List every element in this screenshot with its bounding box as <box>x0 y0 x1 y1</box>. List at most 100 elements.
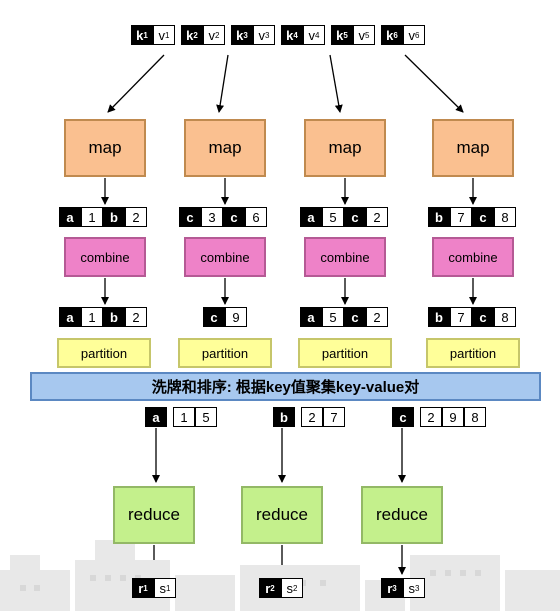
group-value: 7 <box>323 407 345 427</box>
flow-arrow <box>404 54 464 113</box>
combine-box: combine <box>304 237 386 277</box>
building-silhouette-icon <box>0 540 560 611</box>
map-box: map <box>304 119 386 177</box>
combine-output: b 7 c 8 <box>428 307 516 327</box>
grouped-values: a 1 5 <box>145 407 217 427</box>
map-box: map <box>432 119 514 177</box>
reduce-box: reduce <box>113 486 195 544</box>
map-output-key: a <box>300 207 322 227</box>
combine-output-value: 8 <box>494 307 516 327</box>
combine-output-key: a <box>59 307 81 327</box>
combine-output: a 5 c 2 <box>300 307 388 327</box>
partition-box: partition <box>57 338 151 368</box>
group-key: a <box>145 407 167 427</box>
map-output-key: a <box>59 207 81 227</box>
map-output: a 1 b 2 <box>59 207 147 227</box>
group-value: 2 <box>301 407 323 427</box>
flow-arrow <box>329 54 343 113</box>
combine-output-value: 5 <box>322 307 344 327</box>
group-value: 1 <box>173 407 195 427</box>
map-box: map <box>64 119 146 177</box>
map-output-key: b <box>103 207 125 227</box>
group-spacer <box>295 407 301 427</box>
combine-output-key: a <box>300 307 322 327</box>
map-output-key: c <box>344 207 366 227</box>
combine-output-value: 1 <box>81 307 103 327</box>
map-output-value: 3 <box>201 207 223 227</box>
map-output-value: 8 <box>494 207 516 227</box>
map-output-value: 1 <box>81 207 103 227</box>
map-output-key: b <box>428 207 450 227</box>
combine-output-value: 7 <box>450 307 472 327</box>
map-output-value: 5 <box>322 207 344 227</box>
reduce-box: reduce <box>361 486 443 544</box>
shuffle-sort-bar: 洗牌和排序: 根据key值聚集key-value对 <box>30 372 541 401</box>
combine-output-key: b <box>428 307 450 327</box>
combine-box: combine <box>432 237 514 277</box>
map-output-key: c <box>472 207 494 227</box>
combine-output-key: c <box>472 307 494 327</box>
combine-output-value: 9 <box>225 307 247 327</box>
partition-box: partition <box>426 338 520 368</box>
map-output-value: 6 <box>245 207 267 227</box>
partition-box: partition <box>178 338 272 368</box>
map-output: c 3 c 6 <box>179 207 267 227</box>
combine-output-key: c <box>203 307 225 327</box>
map-output-value: 7 <box>450 207 472 227</box>
combine-box: combine <box>184 237 266 277</box>
group-spacer <box>167 407 173 427</box>
combine-output-key: b <box>103 307 125 327</box>
grouped-values: c 2 9 8 <box>392 407 486 427</box>
combine-output-key: c <box>344 307 366 327</box>
group-value: 9 <box>442 407 464 427</box>
map-output-value: 2 <box>366 207 388 227</box>
map-output-value: 2 <box>125 207 147 227</box>
group-key: c <box>392 407 414 427</box>
combine-output: c 9 <box>203 307 247 327</box>
grouped-values: b 2 7 <box>273 407 345 427</box>
group-spacer <box>414 407 420 427</box>
combine-box: combine <box>64 237 146 277</box>
reduce-box: reduce <box>241 486 323 544</box>
flow-arrow <box>107 54 165 113</box>
group-value: 5 <box>195 407 217 427</box>
flow-arrow <box>216 54 229 113</box>
map-box: map <box>184 119 266 177</box>
map-output: b 7 c 8 <box>428 207 516 227</box>
group-value: 8 <box>464 407 486 427</box>
map-output-key: c <box>179 207 201 227</box>
combine-output-value: 2 <box>366 307 388 327</box>
combine-output: a 1 b 2 <box>59 307 147 327</box>
partition-box: partition <box>298 338 392 368</box>
map-output: a 5 c 2 <box>300 207 388 227</box>
